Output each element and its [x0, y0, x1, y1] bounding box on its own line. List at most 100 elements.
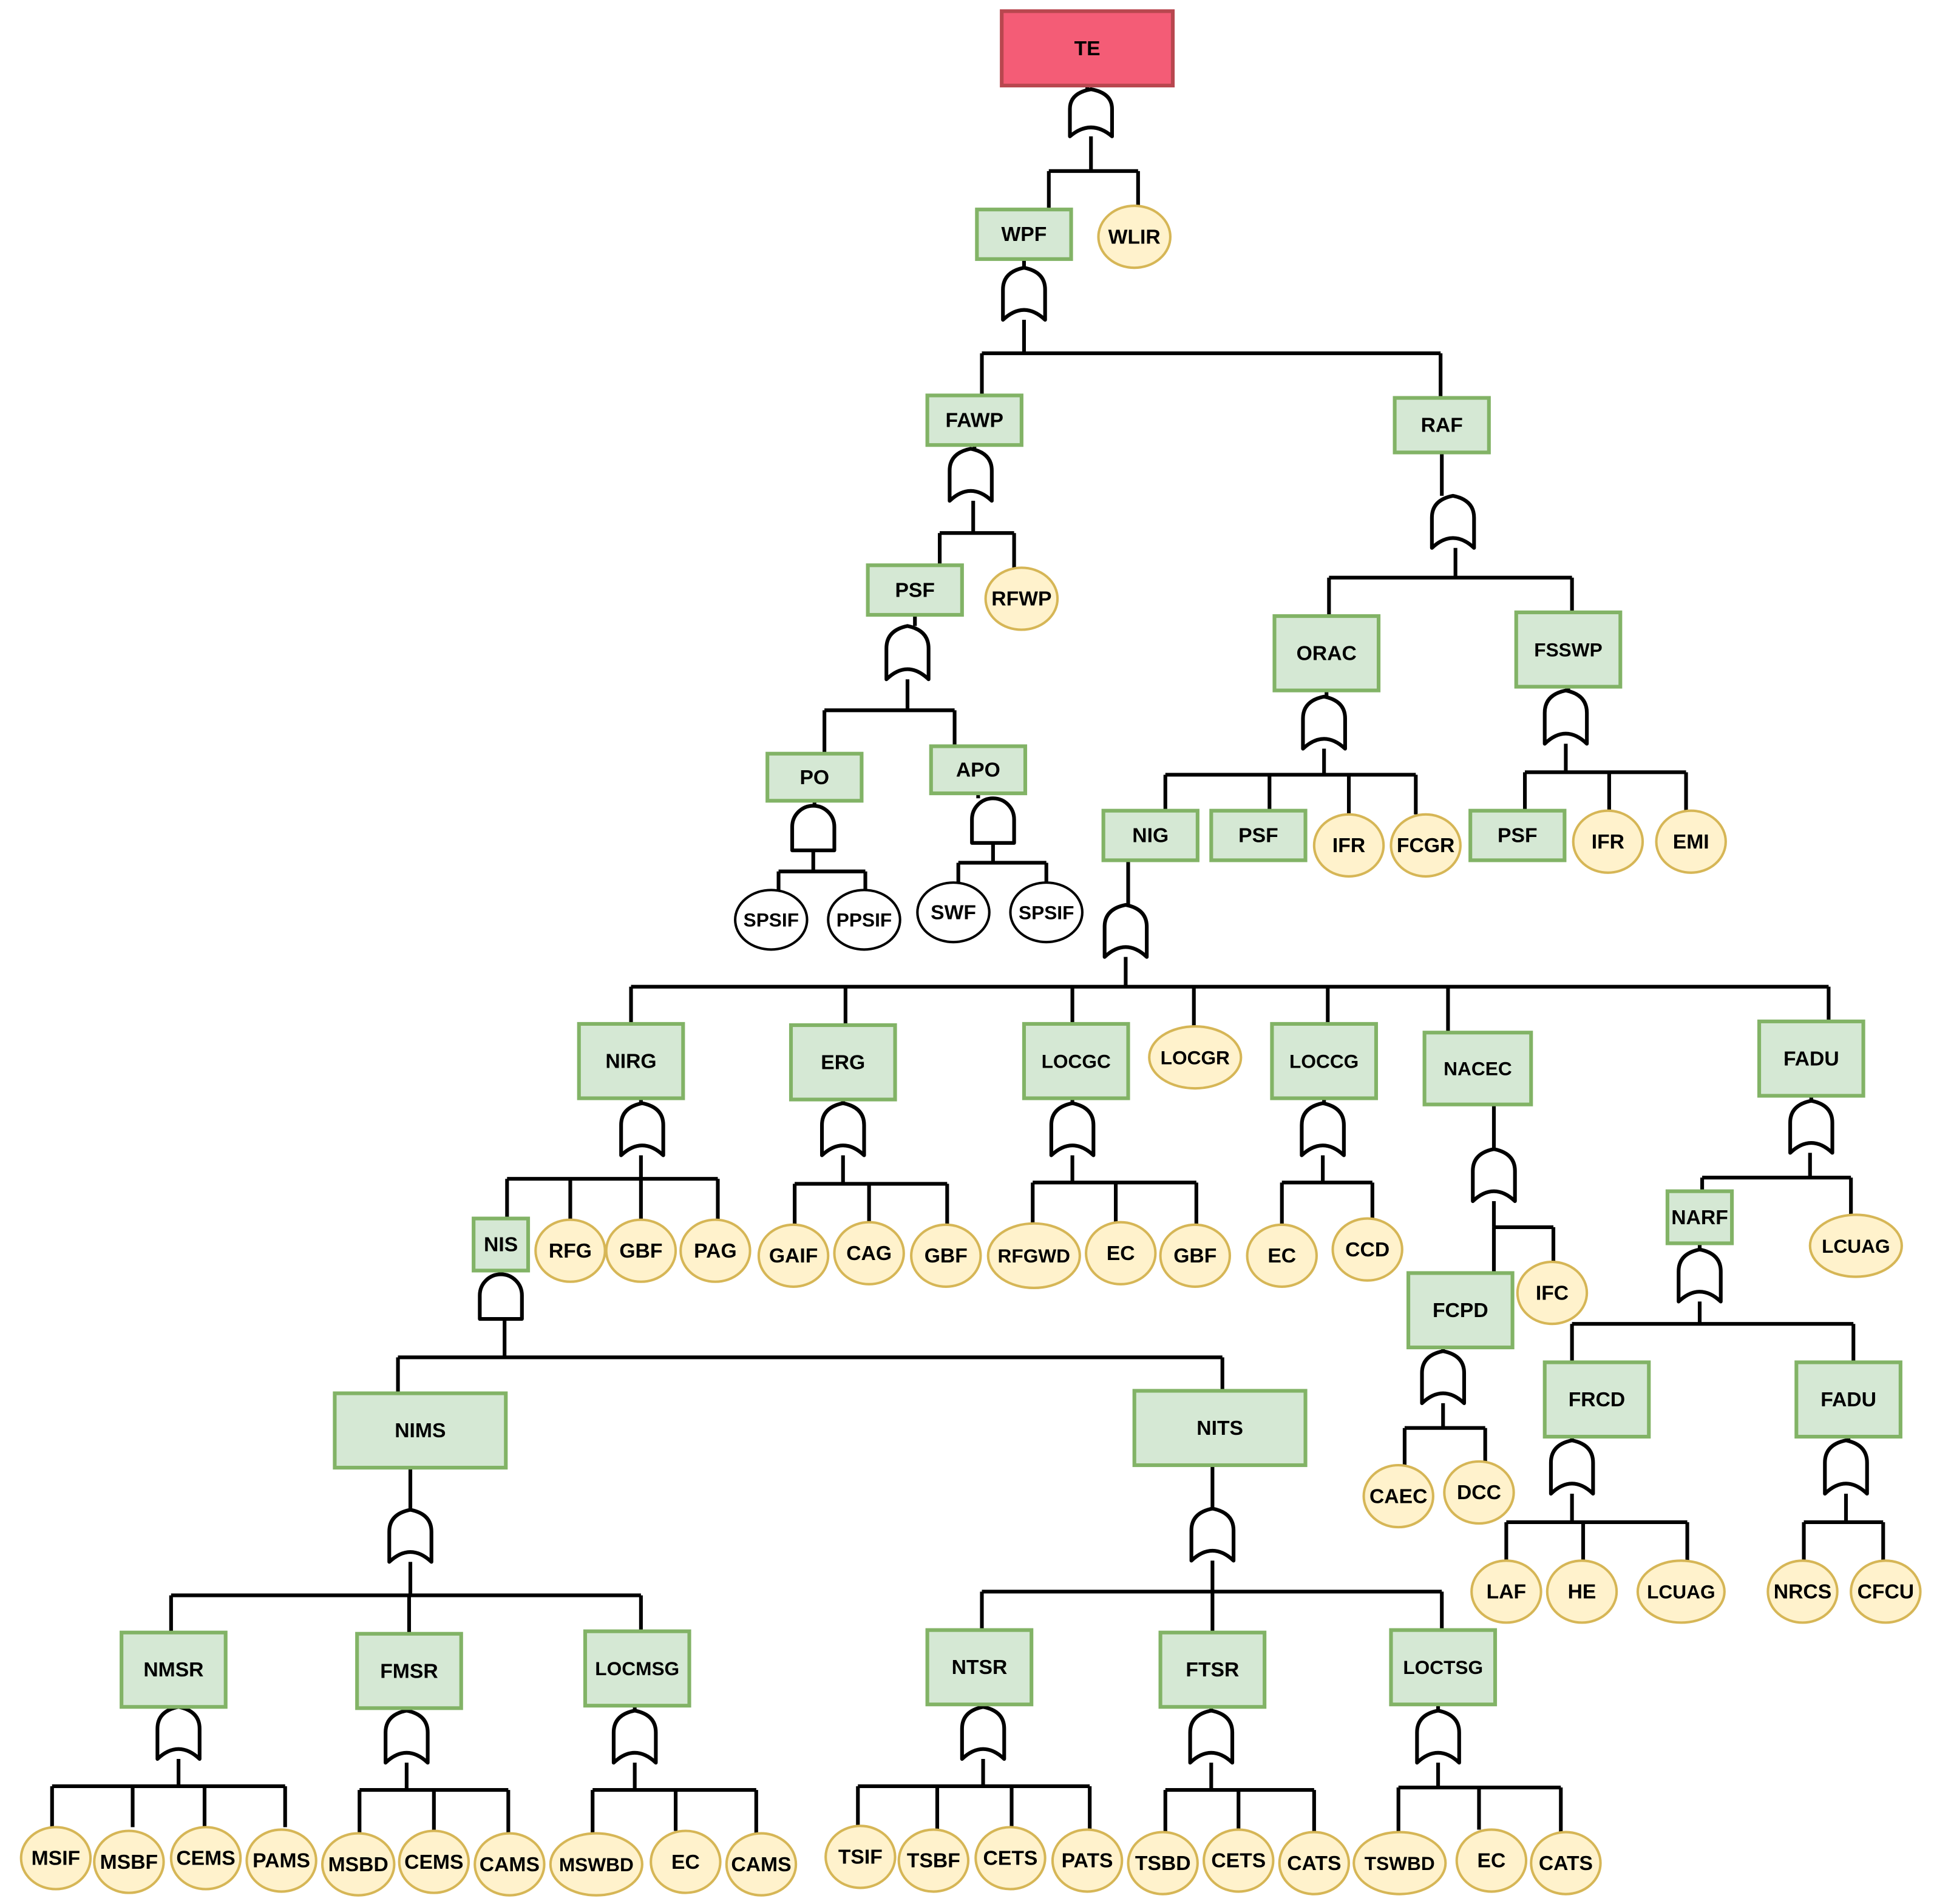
basic-event-circle — [897, 1828, 970, 1893]
node-wpf: WPF — [975, 208, 1073, 261]
node-label: MSBD — [328, 1854, 388, 1876]
intermediate-event-box — [577, 1021, 685, 1100]
node-label: APO — [956, 759, 1000, 782]
node-label: LOCGR — [1161, 1046, 1230, 1068]
node-cams1: CAMS — [473, 1832, 546, 1897]
node-tsbf: TSBF — [897, 1828, 970, 1893]
intermediate-event-box — [1022, 1021, 1130, 1100]
node-fcpd: FCPD — [1406, 1271, 1515, 1350]
basic-event-circle — [1455, 1828, 1528, 1893]
condition-event-circle — [734, 889, 809, 951]
node-label: NIRG — [605, 1050, 656, 1072]
node-label: CATS — [1287, 1852, 1341, 1875]
or-gate-icon — [1001, 266, 1047, 322]
node-cats2: CATS — [1530, 1831, 1602, 1896]
node-nrcs: NRCS — [1766, 1559, 1839, 1624]
node-label: LOCCG — [1289, 1050, 1359, 1072]
and-gate-icon — [790, 804, 836, 853]
node-label: GAIF — [769, 1245, 818, 1267]
node-fawp: FAWP — [925, 393, 1023, 447]
node-fsswp: FSSWP — [1514, 610, 1623, 689]
node-msbf: MSBF — [93, 1829, 165, 1894]
node-po: PO — [765, 751, 864, 803]
intermediate-event-box — [1158, 1630, 1267, 1709]
node-label: CEMS — [176, 1848, 235, 1870]
node-label: FRCD — [1569, 1389, 1626, 1411]
basic-event-circle — [549, 1832, 643, 1897]
basic-event-circle — [1159, 1223, 1232, 1288]
node-rfg: RFG — [534, 1218, 606, 1283]
node-label: IFR — [1592, 831, 1624, 853]
or-gate-icon — [619, 1101, 665, 1157]
basic-event-circle — [1352, 1831, 1447, 1896]
basic-event-circle — [1312, 813, 1385, 878]
or-gate-icon — [1068, 87, 1115, 138]
basic-event-circle — [1246, 1223, 1318, 1288]
node-label: RFGWD — [998, 1245, 1071, 1267]
node-label: FCGR — [1397, 835, 1454, 857]
node-loctsg: LOCTSG — [1389, 1628, 1498, 1707]
node-nmsr: NMSR — [120, 1630, 228, 1709]
intermediate-event-box — [472, 1216, 531, 1273]
node-label: FMSR — [380, 1660, 438, 1682]
node-ec3: EC — [650, 1829, 722, 1894]
node-label: DCC — [1457, 1482, 1501, 1504]
intermediate-event-box — [1757, 1019, 1865, 1098]
node-label: NIS — [484, 1234, 518, 1256]
intermediate-event-box — [355, 1631, 463, 1710]
or-gate-icon — [1049, 1101, 1096, 1157]
basic-event-circle — [1051, 1828, 1124, 1893]
node-locgc: LOCGC — [1022, 1021, 1130, 1100]
node-label: PAG — [694, 1240, 737, 1262]
connector-lines — [50, 85, 1885, 1834]
condition-event-circle — [1009, 881, 1084, 944]
node-label: MSBF — [100, 1851, 158, 1874]
node-label: FCPD — [1433, 1299, 1488, 1322]
node-label: ERG — [821, 1051, 865, 1074]
basic-event-circle — [986, 1222, 1081, 1290]
intermediate-event-box — [765, 751, 864, 803]
node-label: TE — [1074, 38, 1101, 60]
node-label: EMI — [1673, 831, 1709, 853]
node-tsif: TSIF — [824, 1824, 897, 1889]
intermediate-event-box — [975, 208, 1073, 261]
or-gate-icon — [1677, 1247, 1723, 1304]
logic-gates — [155, 87, 1869, 1765]
node-label: LCUAG — [1822, 1235, 1890, 1257]
intermediate-event-box — [1665, 1189, 1734, 1245]
intermediate-event-box — [1389, 1628, 1498, 1707]
node-label: CETS — [983, 1848, 1038, 1870]
intermediate-event-box — [120, 1630, 228, 1709]
node-ifc: IFC — [1516, 1261, 1589, 1326]
node-pats: PATS — [1051, 1828, 1124, 1893]
node-label: FAWP — [946, 410, 1003, 432]
node-frcd: FRCD — [1542, 1360, 1651, 1439]
node-label: FSSWP — [1534, 639, 1603, 660]
or-gate-icon — [960, 1705, 1006, 1761]
basic-event-circle — [398, 1829, 470, 1894]
or-gate-icon — [611, 1709, 658, 1765]
node-psf1: PSF — [866, 563, 964, 617]
node-label: NIG — [1132, 825, 1169, 847]
basic-event-circle — [605, 1218, 677, 1283]
node-label: CCD — [1345, 1239, 1389, 1261]
intermediate-event-box — [1272, 614, 1381, 693]
intermediate-event-box — [1422, 1031, 1533, 1106]
basic-event-circle — [1530, 1831, 1602, 1896]
or-gate-icon — [1542, 688, 1589, 746]
node-label: CAMS — [731, 1854, 791, 1876]
node-fcgr: FCGR — [1389, 813, 1462, 878]
node-psf3: PSF — [1468, 808, 1567, 862]
node-dcc: DCC — [1443, 1460, 1515, 1525]
node-gaif: GAIF — [757, 1223, 830, 1288]
or-gate-icon — [384, 1709, 430, 1765]
basic-event-circle — [725, 1832, 798, 1897]
basic-event-circle — [1655, 809, 1727, 874]
node-cems1: CEMS — [169, 1826, 242, 1891]
basic-event-circle — [984, 566, 1059, 631]
basic-event-circle — [1808, 1213, 1903, 1278]
node-label: GBF — [619, 1240, 662, 1262]
node-psf2: PSF — [1209, 808, 1308, 862]
node-ftsr: FTSR — [1158, 1630, 1267, 1709]
